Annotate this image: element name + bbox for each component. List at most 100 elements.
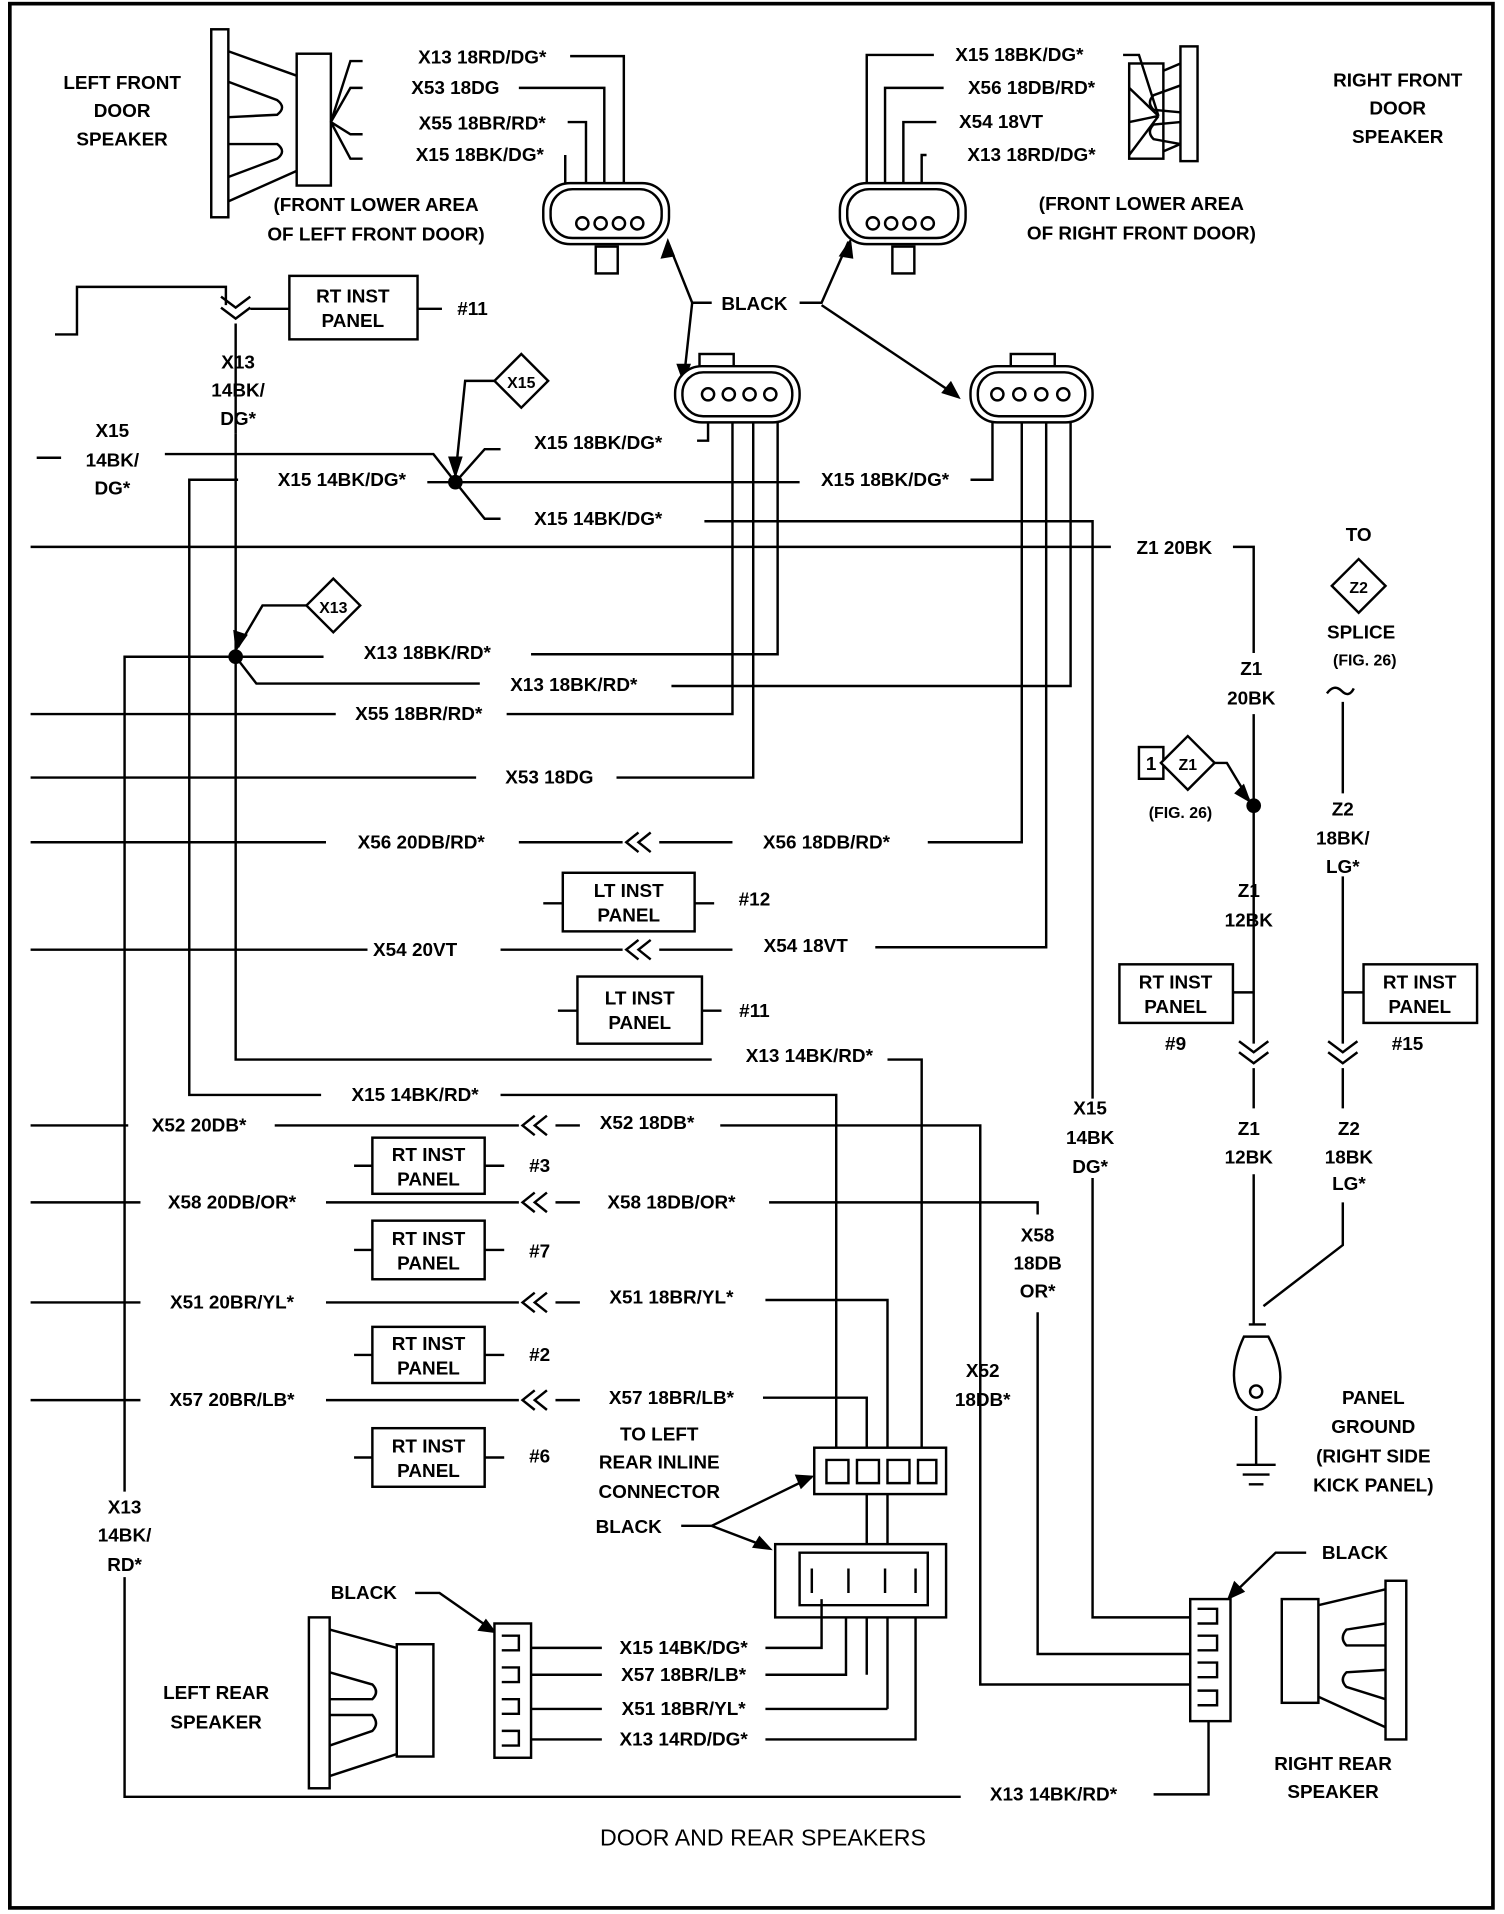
svg-text:PANEL: PANEL	[597, 906, 660, 927]
wire-label: X15 14BK/DG*	[278, 470, 407, 491]
inline-connector-icon	[773, 1446, 948, 1619]
rf-speaker-label: SPEAKER	[1352, 127, 1444, 148]
lr-speaker-label: LEFT REAR	[163, 1683, 269, 1704]
wire-label: 14BK	[1066, 1128, 1115, 1149]
wire-label: X54 20VT	[373, 940, 458, 961]
x13-splice-diamond-icon: X13	[304, 576, 362, 635]
x15-splice-diamond-icon: X15	[492, 352, 550, 410]
black-label: BLACK	[331, 1583, 398, 1604]
z1-splice-diamond-icon: 1 Z1	[1137, 734, 1217, 792]
black-label: BLACK	[596, 1517, 663, 1538]
z2-splice-diamond-icon: Z2	[1330, 557, 1388, 615]
lf-wire-label: X15 18BK/DG*	[416, 145, 545, 166]
inline-connector-chevron-icon	[624, 831, 652, 853]
wire-label: X58 18DB/OR*	[607, 1192, 736, 1213]
inst-panel-num: #11	[457, 299, 488, 320]
wire-label: X53 18DG	[505, 768, 593, 789]
wire-label: X15 18BK/DG*	[534, 433, 663, 454]
inline-connector-label: TO LEFT	[620, 1424, 699, 1445]
inst-panel-num: #12	[739, 890, 771, 911]
svg-text:PANEL: PANEL	[1388, 997, 1451, 1018]
svg-text:LT INST: LT INST	[605, 989, 675, 1010]
svg-text:RT INST: RT INST	[1383, 973, 1457, 994]
rr-connector-icon	[1188, 1597, 1232, 1723]
wire-label: OR*	[1020, 1282, 1056, 1303]
wire-label: X15	[96, 421, 130, 442]
wire-label: X15 14BK/DG*	[620, 1638, 749, 1659]
wire-label: Z2	[1338, 1119, 1360, 1140]
lf-wire-label: X13 18RD/DG*	[418, 47, 547, 68]
lf-speaker-label: LEFT FRONT	[63, 73, 181, 94]
svg-text:PANEL: PANEL	[321, 311, 384, 332]
wire-label: X58 20DB/OR*	[168, 1192, 297, 1213]
svg-text:1: 1	[1146, 754, 1157, 775]
wire-label: X13 14RD/DG*	[620, 1730, 749, 1751]
inline-connector-chevron-icon	[1238, 1040, 1270, 1065]
wire-label: X56 20DB/RD*	[358, 832, 486, 853]
arrow-icon	[941, 380, 961, 400]
frame-border	[8, 1, 1495, 1910]
svg-text:Z1: Z1	[1179, 757, 1198, 774]
wire-label: Z1	[1238, 1119, 1260, 1140]
fig-ref: (FIG. 26)	[1333, 652, 1396, 669]
wire-label: X13 14BK/RD*	[746, 1046, 874, 1067]
wire-label: X13 18BK/RD*	[364, 643, 492, 664]
svg-text:RT INST: RT INST	[392, 1145, 466, 1166]
wire-label: DG*	[220, 409, 256, 430]
wire-label: 14BK/	[86, 450, 140, 471]
wire-label: 20BK	[1227, 688, 1276, 709]
lf-location: OF LEFT FRONT DOOR)	[267, 224, 484, 245]
svg-text:PANEL: PANEL	[1144, 997, 1207, 1018]
black-label: BLACK	[1322, 1543, 1389, 1564]
rf-speaker-label: DOOR	[1369, 99, 1426, 120]
wire-label: Z1	[1238, 881, 1260, 902]
rf-mating-connector-icon	[969, 352, 1094, 424]
inst-panel-num: #9	[1165, 1034, 1186, 1055]
wire-label: 18DB	[1013, 1253, 1061, 1274]
lf-connector-icon	[542, 181, 671, 275]
inst-panel-box: RT INST PANEL	[371, 1136, 486, 1196]
svg-text:X15: X15	[507, 375, 535, 392]
inst-panel-num: #2	[529, 1345, 550, 1366]
wire-label: 18BK	[1325, 1147, 1374, 1168]
z2-label: TO	[1346, 525, 1372, 546]
inst-panel-num: #15	[1392, 1034, 1424, 1055]
wire-label: X52	[966, 1361, 1000, 1382]
rf-speaker-label: RIGHT FRONT	[1333, 71, 1463, 92]
arrow-icon	[838, 238, 854, 259]
svg-text:PANEL: PANEL	[397, 1169, 460, 1190]
rf-wire-label: X56 18DB/RD*	[968, 78, 1096, 99]
lf-wire-label: X55 18BR/RD*	[419, 113, 547, 134]
diagram-title: DOOR AND REAR SPEAKERS	[600, 1825, 926, 1851]
wire-label: LG*	[1326, 857, 1360, 878]
wire-label: 12BK	[1225, 910, 1274, 931]
left-rear-row-wires	[30, 1114, 1197, 1709]
svg-text:PANEL: PANEL	[397, 1358, 460, 1379]
inline-connector-label: CONNECTOR	[598, 1482, 720, 1503]
wire-label: LG*	[1332, 1174, 1366, 1195]
right-rear-speaker-icon	[1280, 1579, 1408, 1741]
inline-connector-label: REAR INLINE	[599, 1452, 720, 1473]
rf-location: OF RIGHT FRONT DOOR)	[1027, 223, 1256, 244]
inst-panel-num: #7	[529, 1241, 550, 1262]
wire-label: X15	[1073, 1098, 1107, 1119]
inst-panel-num: #6	[529, 1446, 550, 1467]
wire-label: RD*	[107, 1555, 142, 1576]
wire-label: X13 18BK/RD*	[510, 675, 638, 696]
inst-panel-box: RT INST PANEL	[1362, 963, 1479, 1025]
wire-label: X51 18BR/YL*	[609, 1288, 734, 1309]
rf-wire-label: X15 18BK/DG*	[955, 45, 1084, 66]
lf-speaker-label: DOOR	[94, 101, 151, 122]
wire-label: 14BK/	[211, 381, 265, 402]
wire-label: X57 20BR/LB*	[169, 1390, 295, 1411]
wire-label: X51 20BR/YL*	[170, 1293, 295, 1314]
wire-label: X57 18BR/LB*	[621, 1665, 747, 1686]
right-front-speaker-icon	[1123, 45, 1199, 163]
left-rear-speaker-icon	[307, 1616, 435, 1790]
rf-location: (FRONT LOWER AREA	[1039, 194, 1244, 215]
wire-label: X15 18BK/DG*	[821, 470, 950, 491]
